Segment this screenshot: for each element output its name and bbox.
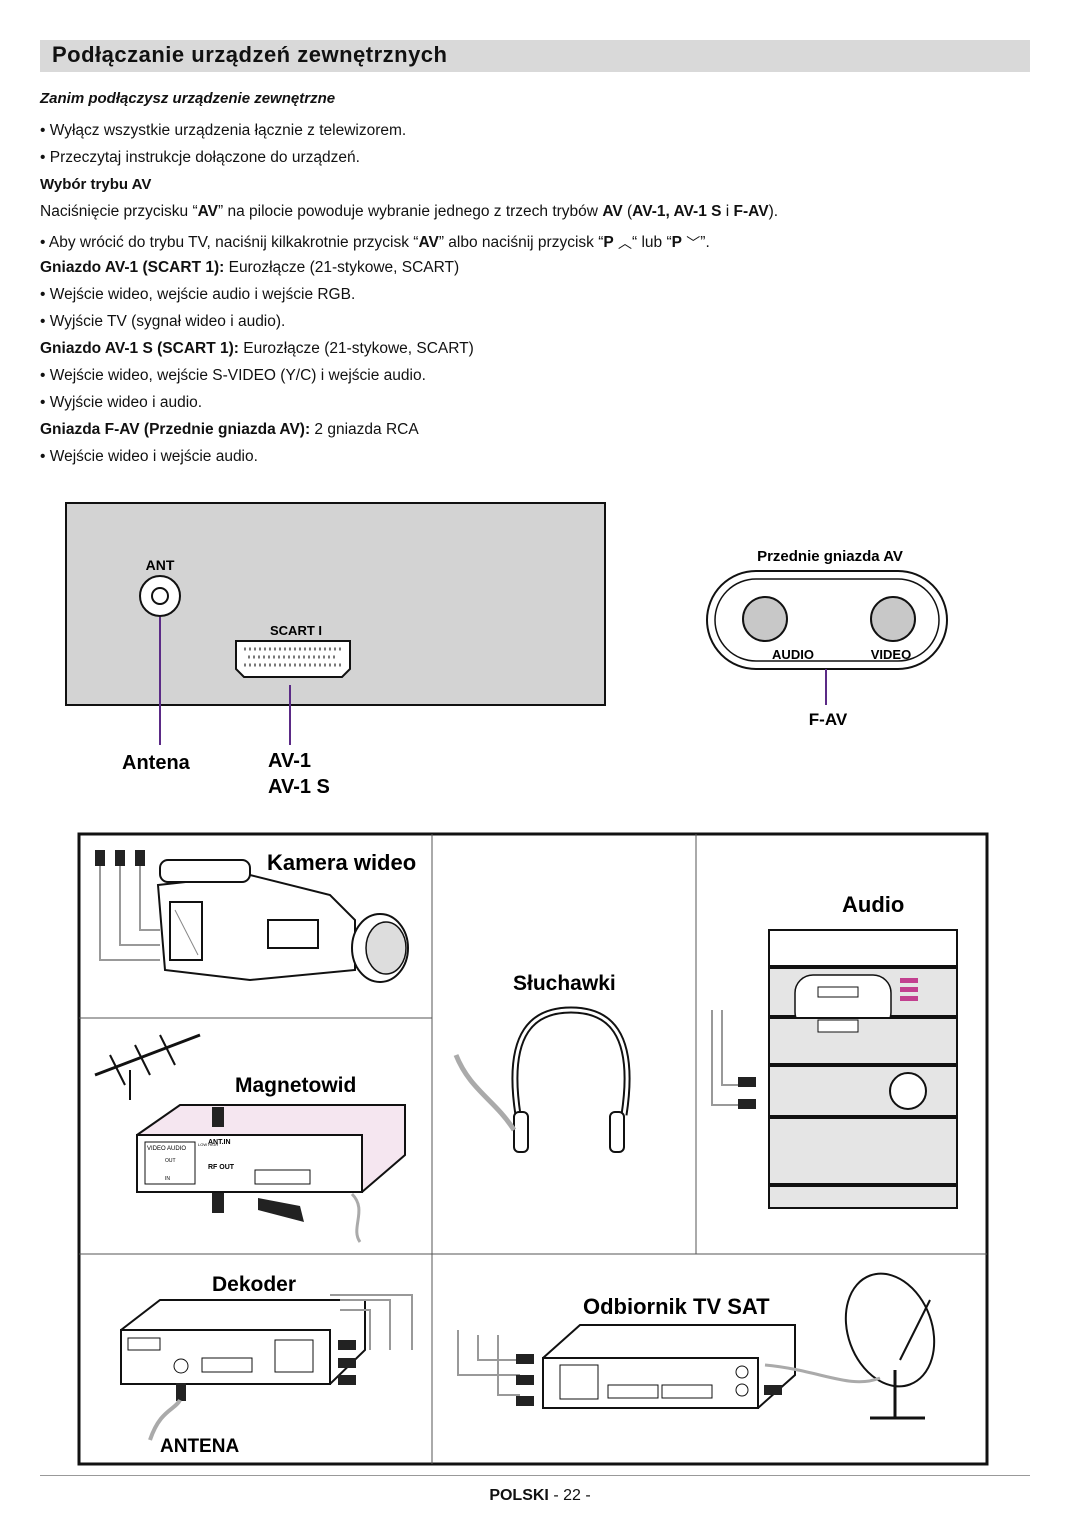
av1s-label: AV-1 S [268,776,330,798]
footer-language: POLSKI [489,1487,549,1504]
vcr-label: Magnetowid [235,1074,356,1097]
camcorder-icon [95,850,409,983]
antenna-icon [94,1033,201,1100]
scart-socket-icon [235,640,351,678]
video-label: VIDEO [871,647,911,662]
front-av-title: Przednie gniazda AV [757,548,903,565]
chevron-down-icon: ﹀ [686,235,701,251]
connector-panel-diagram: ANT SCART I Antena AV-1 AV-1 S Przednie … [65,502,948,798]
vcr-icon [136,1104,406,1243]
socket-av1s-item: • Wejście wideo, wejście S-VIDEO (Y/C) i… [40,367,426,384]
antena-caption: ANTENA [160,1436,239,1457]
audio-label: Audio [842,892,904,917]
socket-av1: Gniazdo AV-1 (SCART 1): Eurozłącze (21-s… [40,259,460,276]
socket-av1s-item: • Wyjście wideo i audio. [40,394,203,411]
decoder-icon [120,1294,413,1441]
subheading: Zanim podłączysz urządzenie zewnętrzne [40,90,336,107]
video-jack-icon [870,596,916,642]
svg-text:RF OUT: RF OUT [208,1164,235,1171]
av1-label: AV-1 [268,750,311,772]
chevron-up-icon: ︿ [618,235,633,251]
av-mode-heading: Wybór trybu AV [40,176,152,193]
page-title: Podłączanie urządzeń zewnętrznych [52,42,448,67]
av-return-paragraph: • Aby wrócić do trybu TV, naciśnij kilka… [40,234,710,251]
prep-item-1: • Wyłącz wszystkie urządzenia łącznie z … [40,122,407,139]
prep-item-2: • Przeczytaj instrukcje dołączone do urz… [40,149,360,166]
audio-jack-icon [742,596,788,642]
av-mode-paragraph: Naciśnięcie przycisku “AV” na pilocie po… [40,203,779,220]
svg-text:OUT: OUT [165,1158,176,1164]
footer-rule [40,1475,1030,1476]
socket-av1-item: • Wejście wideo, wejście audio i wejście… [40,286,356,303]
audio-label: AUDIO [772,647,814,662]
headphones-icon [453,1006,631,1153]
camera-label: Kamera wideo [267,850,416,875]
headphones-label: Słuchawki [513,972,616,995]
svg-text:IN: IN [165,1176,170,1182]
svg-text:LOW HIGH: LOW HIGH [198,1142,218,1147]
socket-av1-item: • Wyjście TV (sygnał wideo i audio). [40,313,286,330]
antena-label: Antena [122,752,191,774]
f-av-label: F-AV [809,710,848,729]
devices-diagram: Kamera wideo Słuchawki Audio Magnetowid [77,832,989,1466]
sat-label: Odbiornik TV SAT [583,1294,770,1319]
title-bar [40,40,1030,72]
page-number: - 22 - [548,1487,591,1504]
satellite-dish-icon [764,1272,936,1420]
scart-label: SCART I [270,623,322,638]
audio-system-icon [711,929,958,1209]
svg-text:VIDEO AUDIO: VIDEO AUDIO [147,1146,186,1152]
socket-fav-item: • Wejście wideo i wejście audio. [40,448,258,465]
decoder-label: Dekoder [212,1273,296,1296]
svg-text:ANT.IN: ANT.IN [208,1139,231,1146]
socket-av1s: Gniazdo AV-1 S (SCART 1): Eurozłącze (21… [40,340,474,357]
page-footer: POLSKI - 22 - [0,1487,1080,1505]
sat-receiver-icon [457,1324,796,1409]
ant-label: ANT [146,557,175,573]
socket-fav: Gniazda F-AV (Przednie gniazda AV): 2 gn… [40,421,419,438]
